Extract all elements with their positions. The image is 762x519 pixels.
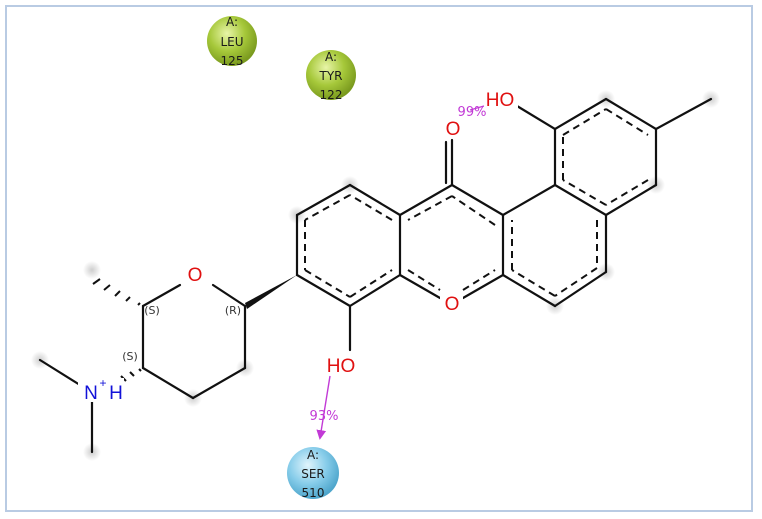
aromatic-dashes bbox=[304, 108, 649, 298]
nitrogen-label: N bbox=[84, 383, 98, 404]
stereo-bonds bbox=[92, 275, 297, 387]
interaction-percent-ser: 93% bbox=[310, 409, 339, 424]
residue-number-label: 510 bbox=[302, 486, 325, 500]
nitrogen-hydrogen-label: H bbox=[109, 383, 123, 404]
residue-number-label: 125 bbox=[221, 54, 244, 68]
bond-lines bbox=[38, 97, 713, 454]
hbond-ser510 bbox=[316, 105, 485, 440]
residue-number-label: 122 bbox=[320, 88, 343, 102]
residue-name-label: SER bbox=[301, 467, 325, 481]
exposure-shadows bbox=[31, 90, 720, 461]
interaction-percent-top: 99% bbox=[458, 105, 487, 120]
label-backdrop bbox=[440, 290, 463, 312]
diagram-frame bbox=[5, 5, 753, 512]
label-backdrop bbox=[78, 378, 124, 402]
residue-bubble bbox=[207, 16, 257, 66]
residue-bubble bbox=[306, 50, 356, 100]
stereo-descriptor: (S) bbox=[122, 350, 138, 363]
stereo-descriptor: (S) bbox=[144, 304, 160, 317]
hydroxyl-top-label: HO bbox=[486, 90, 515, 111]
stereo-descriptor: (R) bbox=[225, 304, 241, 317]
residue-chain-label: A: bbox=[226, 15, 238, 29]
residue-tyr122[interactable]: A: TYR 122 bbox=[306, 50, 356, 102]
nitrogen-charge-label: + bbox=[99, 376, 106, 390]
residue-chain-label: A: bbox=[325, 50, 337, 64]
hydroxyl-bottom-label: HO bbox=[327, 356, 356, 377]
residue-ser510[interactable]: A: SER 510 bbox=[287, 447, 339, 500]
pyran-oxygen-label: O bbox=[188, 265, 203, 286]
residue-leu125[interactable]: A: LEU 125 bbox=[207, 15, 257, 68]
label-backdrop bbox=[182, 263, 208, 285]
residue-bubble bbox=[287, 447, 339, 499]
residue-name-label: LEU bbox=[220, 35, 243, 49]
ketone-oxygen-label: O bbox=[446, 119, 461, 140]
label-backdrop bbox=[484, 88, 518, 110]
ring-oxygen-label: O bbox=[445, 294, 460, 315]
residue-name-label: TYR bbox=[319, 69, 343, 83]
residue-chain-label: A: bbox=[307, 448, 319, 462]
